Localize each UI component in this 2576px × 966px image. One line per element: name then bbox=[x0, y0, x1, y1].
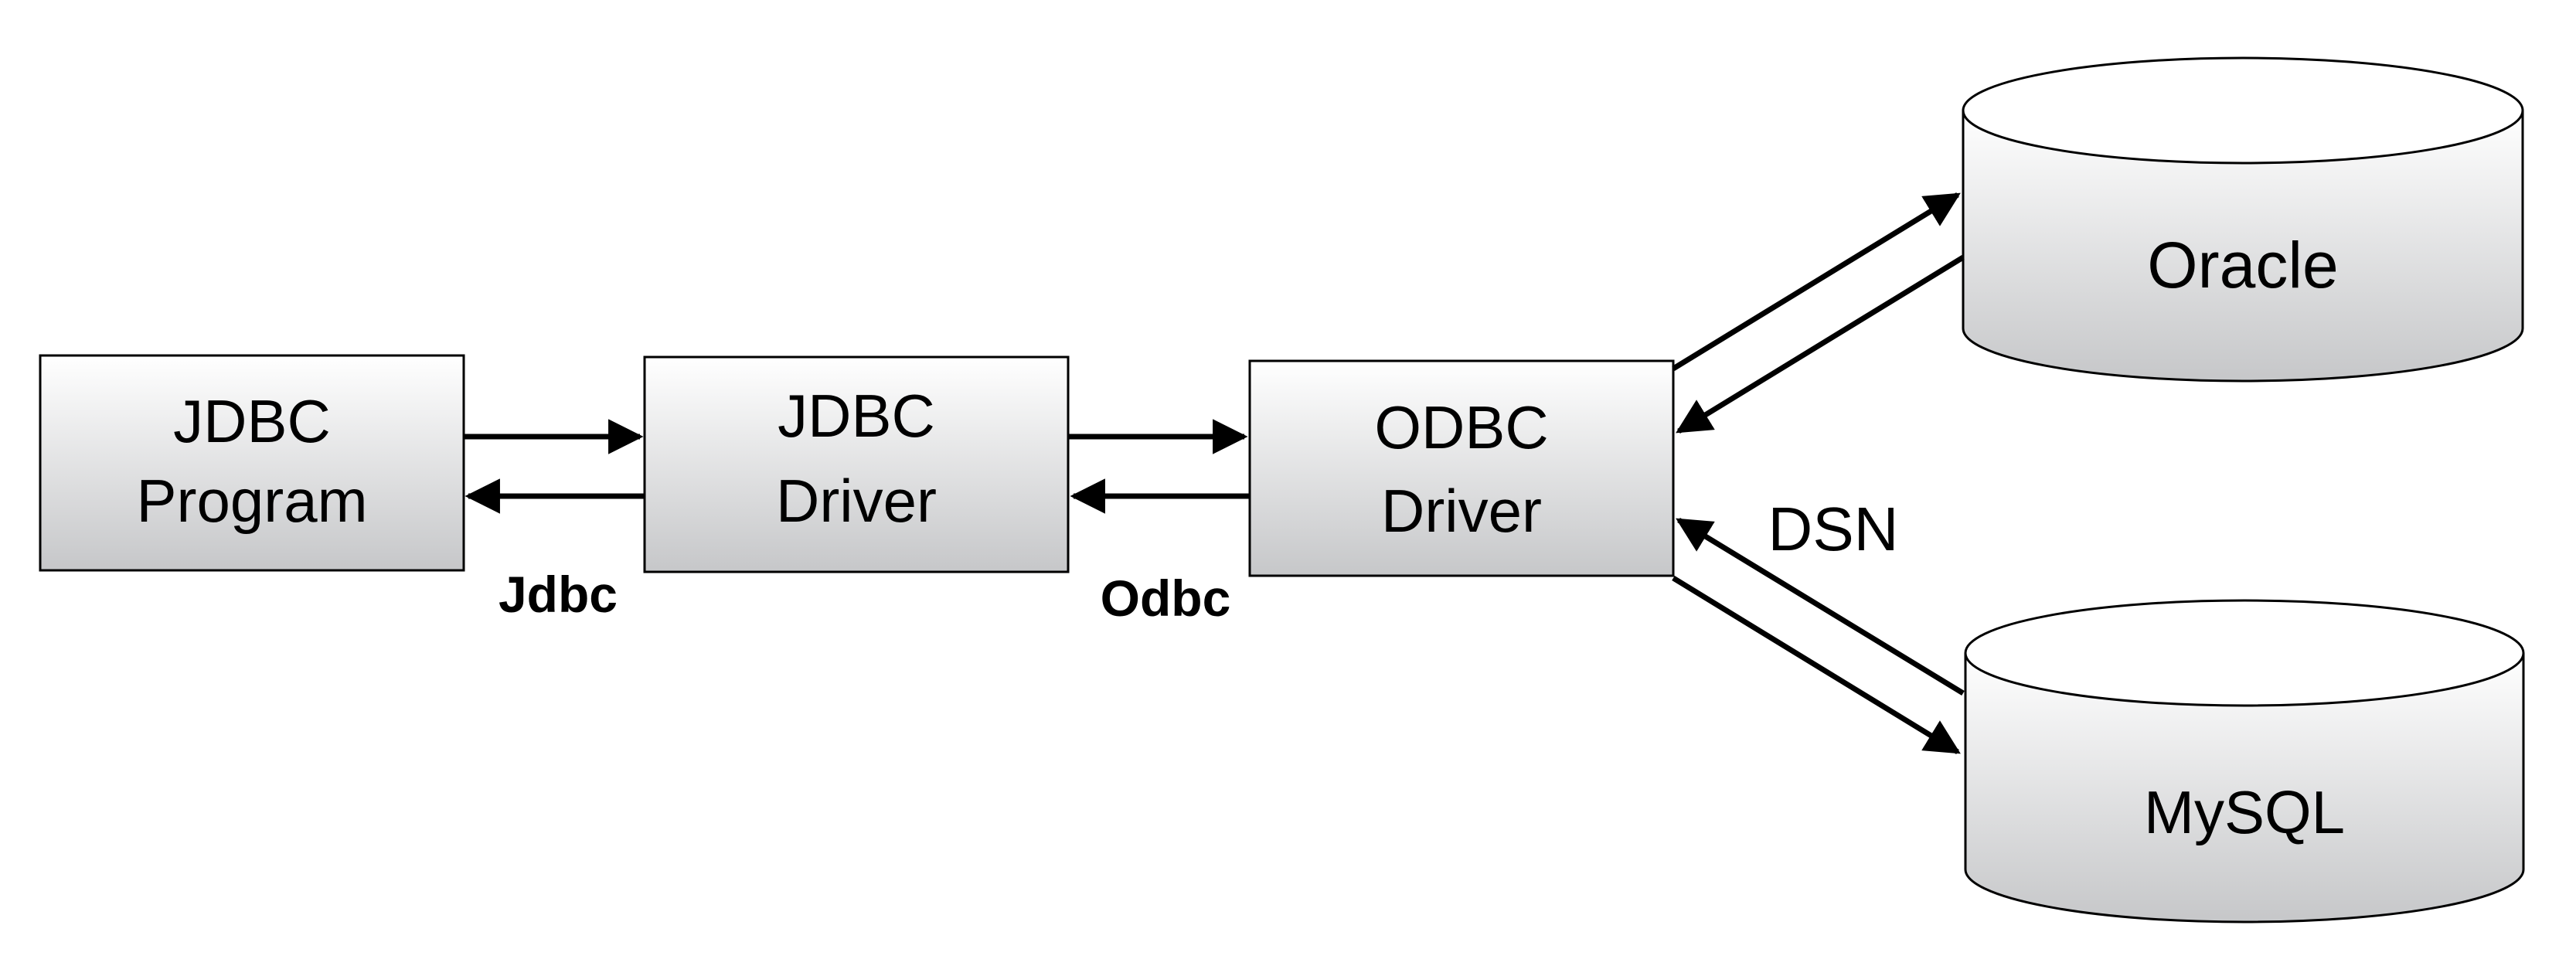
jdbc-program-node: JDBC Program bbox=[39, 354, 465, 572]
odbc-edge-label: Odbc bbox=[1101, 570, 1231, 627]
jdbc-driver-label-line1: JDBC bbox=[778, 382, 935, 450]
odbc-driver-label-line1: ODBC bbox=[1374, 393, 1548, 461]
oracle-label: Oracle bbox=[2147, 229, 2338, 301]
jdbc-program-box bbox=[39, 354, 465, 572]
odbc-driver-node: ODBC Driver bbox=[1248, 359, 1675, 577]
jdbc-edge-label: Jdbc bbox=[499, 566, 618, 623]
arrow-odbc-driver-to-mysql bbox=[1672, 576, 1961, 754]
jdbc-program-label-line1: JDBC bbox=[173, 387, 331, 455]
oracle-database-node: Oracle bbox=[1962, 56, 2524, 383]
mysql-cylinder-top bbox=[1964, 599, 2525, 707]
mysql-database-node: MySQL bbox=[1964, 599, 2525, 923]
jdbc-program-label-line2: Program bbox=[136, 467, 367, 535]
jdbc-driver-label-line2: Driver bbox=[776, 467, 937, 535]
arrow-mysql-to-odbc-driver bbox=[1676, 518, 1965, 696]
mysql-label: MySQL bbox=[2144, 778, 2345, 846]
oracle-cylinder-top bbox=[1962, 56, 2524, 165]
dsn-edge-label: DSN bbox=[1768, 495, 1899, 563]
oracle-cylinder-body bbox=[1962, 111, 2524, 383]
mysql-cylinder-body bbox=[1964, 653, 2525, 923]
odbc-driver-label-line2: Driver bbox=[1381, 477, 1542, 545]
arrow-odbc-driver-to-oracle bbox=[1672, 192, 1961, 371]
arrow-oracle-to-odbc-driver bbox=[1676, 255, 1965, 434]
odbc-driver-box bbox=[1248, 359, 1675, 577]
jdbc-driver-node: JDBC Driver bbox=[643, 355, 1070, 573]
jdbc-driver-box bbox=[643, 355, 1070, 573]
